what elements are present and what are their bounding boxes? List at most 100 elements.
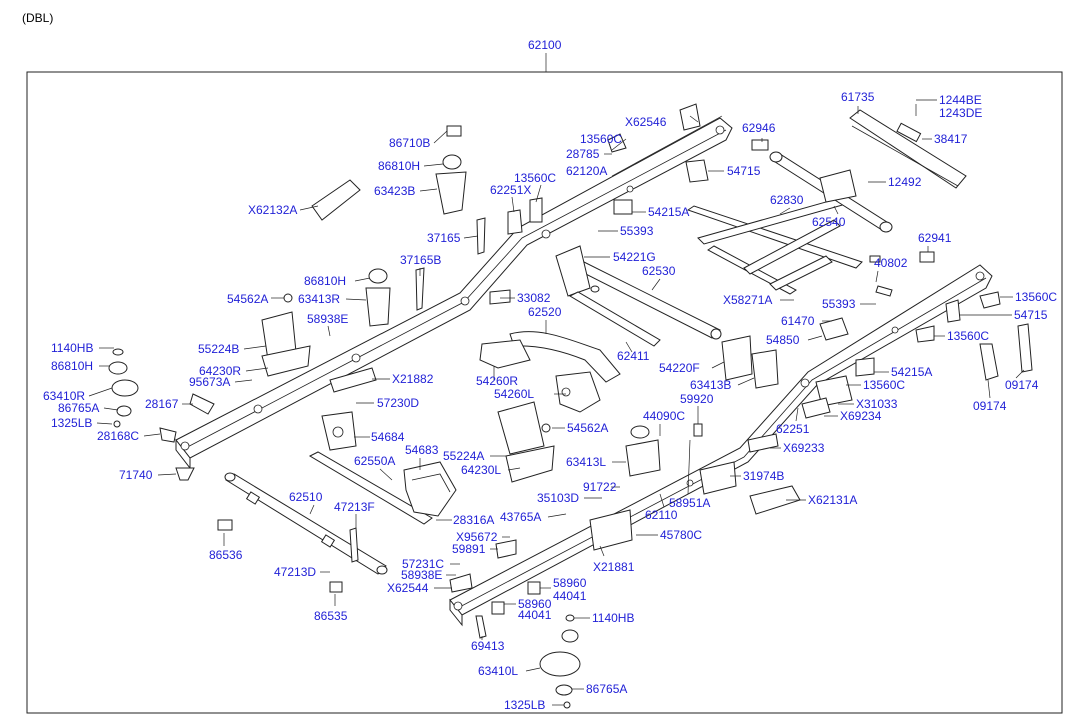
part-callout-58938e[interactable]: 58938E [307,312,348,326]
part-callout-44041[interactable]: 44041 [553,589,587,603]
part-callout-62120a[interactable]: 62120A [566,164,607,178]
part-callout-62530[interactable]: 62530 [642,264,676,278]
part-callout-55393[interactable]: 55393 [620,224,654,238]
part-callout-x58271a[interactable]: X58271A [723,293,772,307]
part-callout-x62131a[interactable]: X62131A [808,493,857,507]
part-callout-54215a[interactable]: 54215A [648,205,689,219]
part-callout-28785[interactable]: 28785 [566,147,600,161]
part-callout-54684[interactable]: 54684 [371,430,405,444]
part-callout-54683[interactable]: 54683 [405,443,439,457]
part-callout-13560c[interactable]: 13560C [580,132,622,146]
part-callout-59920[interactable]: 59920 [680,392,714,406]
part-callout-54715[interactable]: 54715 [1014,308,1048,322]
part-callout-x62546[interactable]: X62546 [625,115,667,129]
part-callout-86535[interactable]: 86535 [314,609,348,623]
part-callout-45780c[interactable]: 45780C [660,528,702,542]
part-callout-1140hb[interactable]: 1140HB [51,341,93,355]
part-callout-86810h[interactable]: 86810H [304,274,346,288]
part-callout-54220f[interactable]: 54220F [659,361,700,375]
part-callout-86810h[interactable]: 86810H [378,159,420,173]
part-callout-59891[interactable]: 59891 [452,542,486,556]
part-callout-58960[interactable]: 58960 [553,576,587,590]
part-callout-40802[interactable]: 40802 [874,256,908,270]
part-callout-86810h[interactable]: 86810H [51,359,93,373]
part-callout-47213d[interactable]: 47213D [274,565,316,579]
part-callout-62411[interactable]: 62411 [617,349,650,363]
part-callout-54562a[interactable]: 54562A [567,421,608,435]
part-callout-1325lb[interactable]: 1325LB [504,698,545,712]
part-callout-28167[interactable]: 28167 [145,397,179,411]
part-callout-54260r[interactable]: 54260R [476,374,518,388]
part-callout-x69234[interactable]: X69234 [840,409,882,423]
part-callout-54850[interactable]: 54850 [766,333,800,347]
part-callout-44090c[interactable]: 44090C [643,409,685,423]
part-callout-35103d[interactable]: 35103D [537,491,579,505]
part-callout-62946[interactable]: 62946 [742,121,776,135]
part-callout-54260l[interactable]: 54260L [494,387,534,401]
part-callout-71740[interactable]: 71740 [119,468,153,482]
part-callout-86710b[interactable]: 86710B [389,136,430,150]
part-callout-1243de[interactable]: 1243DE [939,106,982,120]
part-callout-09174[interactable]: 09174 [973,399,1007,413]
part-callout-62510[interactable]: 62510 [289,490,323,504]
part-callout-13560c[interactable]: 13560C [947,329,989,343]
part-callout-57230d[interactable]: 57230D [377,396,419,410]
part-callout-64230r[interactable]: 64230R [199,364,241,378]
part-callout-86765a[interactable]: 86765A [58,401,99,415]
part-callout-44041[interactable]: 44041 [518,608,552,622]
part-callout-x62544[interactable]: X62544 [387,581,429,595]
part-callout-63410r[interactable]: 63410R [43,389,85,403]
part-callout-43765a[interactable]: 43765A [500,510,541,524]
part-callout-55224a[interactable]: 55224A [443,449,484,463]
part-callout-38417[interactable]: 38417 [934,132,968,146]
part-callout-28168c[interactable]: 28168C [97,429,139,443]
part-callout-64230l[interactable]: 64230L [461,463,501,477]
part-callout-62520[interactable]: 62520 [528,305,562,319]
part-callout-54715[interactable]: 54715 [727,164,761,178]
part-callout-57231c[interactable]: 57231C [402,557,444,571]
part-callout-58951a[interactable]: 58951A [669,496,710,510]
part-callout-63413l[interactable]: 63413L [566,455,606,469]
part-callout-12492[interactable]: 12492 [888,175,922,189]
part-callout-86765a[interactable]: 86765A [586,682,627,696]
part-callout-13560c[interactable]: 13560C [514,171,556,185]
part-callout-58938e[interactable]: 58938E [401,568,442,582]
part-callout-37165[interactable]: 37165 [427,231,461,245]
part-callout-x62132a[interactable]: X62132A [248,203,297,217]
part-callout-62830[interactable]: 62830 [770,193,804,207]
part-callout-x21882[interactable]: X21882 [392,372,434,386]
part-callout-31974b[interactable]: 31974B [743,469,784,483]
part-callout-63410l[interactable]: 63410L [478,664,518,678]
part-callout-63413b[interactable]: 63413B [690,378,731,392]
part-callout-62251[interactable]: 62251 [776,422,810,436]
part-callout-61470[interactable]: 61470 [781,314,815,328]
part-callout-91722[interactable]: 91722 [583,480,617,494]
part-callout-54562a[interactable]: 54562A [227,292,268,306]
part-callout-x95672[interactable]: X95672 [456,530,498,544]
assembly-number[interactable]: 62100 [528,38,562,52]
part-callout-55224b[interactable]: 55224B [198,342,239,356]
part-callout-62251x[interactable]: 62251X [490,183,531,197]
part-callout-13560c[interactable]: 13560C [1015,290,1057,304]
part-callout-63423b[interactable]: 63423B [374,184,415,198]
part-callout-61735[interactable]: 61735 [841,90,875,104]
part-callout-69413[interactable]: 69413 [471,639,505,653]
part-callout-1140hb[interactable]: 1140HB [592,611,634,625]
part-callout-33082[interactable]: 33082 [517,291,551,305]
part-callout-55393[interactable]: 55393 [822,297,856,311]
part-callout-09174[interactable]: 09174 [1005,378,1039,392]
part-callout-62110[interactable]: 62110 [645,508,678,522]
part-callout-x31033[interactable]: X31033 [856,397,898,411]
part-callout-62941[interactable]: 62941 [918,231,952,245]
part-callout-58960[interactable]: 58960 [518,597,552,611]
part-callout-86536[interactable]: 86536 [209,548,243,562]
part-callout-63413r[interactable]: 63413R [298,292,340,306]
part-callout-62550a[interactable]: 62550A [354,454,395,468]
part-callout-37165b[interactable]: 37165B [400,253,441,267]
part-callout-1244be[interactable]: 1244BE [939,93,982,107]
part-callout-28316a[interactable]: 28316A [453,513,494,527]
part-callout-47213f[interactable]: 47213F [334,500,375,514]
part-callout-54215a[interactable]: 54215A [891,365,932,379]
part-callout-95673a[interactable]: 95673A [189,375,230,389]
part-callout-1325lb[interactable]: 1325LB [51,416,92,430]
